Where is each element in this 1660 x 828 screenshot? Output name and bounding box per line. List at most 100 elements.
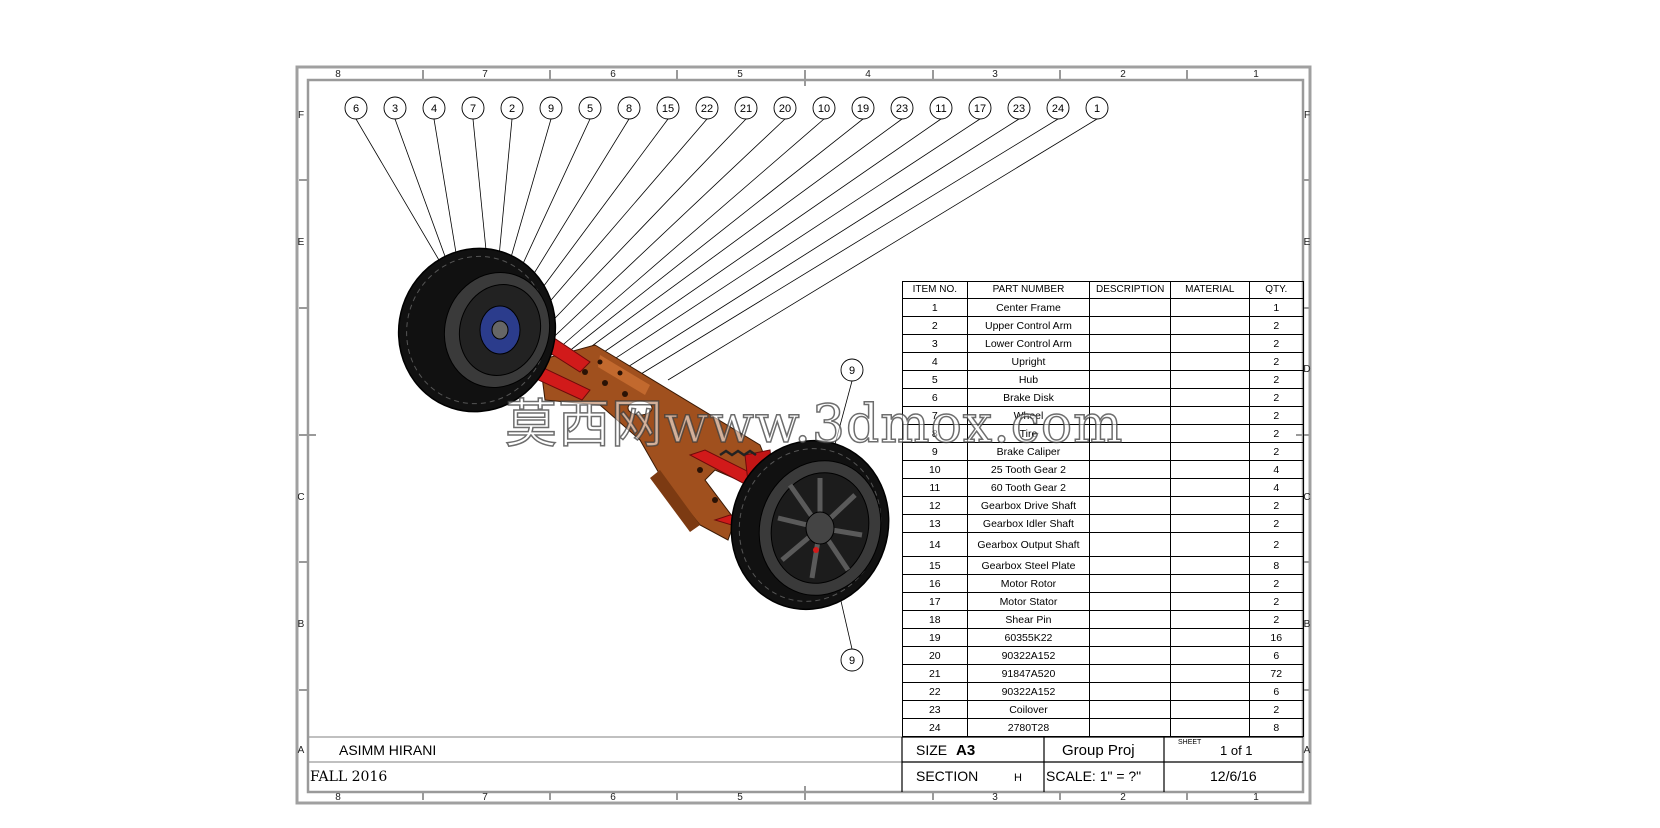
author-name: ASIMM HIRANI <box>339 742 436 758</box>
bom-material <box>1170 496 1250 515</box>
zone-row-left-4: B <box>298 619 305 630</box>
bom-description <box>1089 664 1172 683</box>
bom-qty: 8 <box>1248 718 1305 737</box>
balloon-circle <box>890 96 914 120</box>
zone-row-right-1: F <box>1304 110 1310 121</box>
zone-col-top-8: 1 <box>1253 69 1259 80</box>
bom-material <box>1170 574 1250 593</box>
bom-part-number: Upper Control Arm <box>966 316 1091 335</box>
bom-item-no: 24 <box>902 718 968 737</box>
leader-line <box>565 118 903 366</box>
balloon-number: 17 <box>974 103 986 115</box>
bom-header-material: MATERIAL <box>1170 281 1250 299</box>
bom-description <box>1089 334 1172 353</box>
bom-part-number: Gearbox Drive Shaft <box>966 496 1091 515</box>
balloon-leaders <box>355 118 1098 650</box>
bom-header-row: ITEM NO. PART NUMBER DESCRIPTION MATERIA… <box>902 281 1305 299</box>
sheet-outer-border <box>295 65 1312 805</box>
section-value: H <box>1014 772 1022 784</box>
balloon-number: 8 <box>626 103 632 115</box>
balloon-number: 3 <box>392 103 398 115</box>
zone-col-top-5: 4 <box>865 69 871 80</box>
bom-description <box>1089 514 1172 533</box>
bom-item-no: 18 <box>902 610 968 629</box>
bom-qty: 2 <box>1248 406 1305 425</box>
balloon-circle <box>734 96 758 120</box>
bom-material <box>1170 442 1250 461</box>
right-wheel <box>730 439 890 611</box>
leader-line <box>557 118 864 361</box>
bom-item-no: 14 <box>902 532 968 557</box>
bom-description <box>1089 610 1172 629</box>
balloon-number: 22 <box>701 103 713 115</box>
bom-item-no: 2 <box>902 316 968 335</box>
bom-item-no: 13 <box>902 514 968 533</box>
bom-part-number: Lower Control Arm <box>966 334 1091 353</box>
bom-qty: 2 <box>1248 574 1305 593</box>
leader-line <box>472 118 488 261</box>
zone-col-bottom-7: 1 <box>1253 792 1259 803</box>
zone-row-left-2: E <box>298 237 305 248</box>
balloon-circle <box>617 96 641 120</box>
zone-col-bottom-6: 2 <box>1120 792 1126 803</box>
bom-item-no: 20 <box>902 646 968 665</box>
balloon-top: 22 <box>695 96 719 120</box>
balloon-number: 23 <box>1013 103 1025 115</box>
bom-item-no: 11 <box>902 478 968 497</box>
bom-qty: 2 <box>1248 370 1305 389</box>
balloon-circle <box>500 96 524 120</box>
bom-material <box>1170 610 1250 629</box>
zone-col-top-7: 2 <box>1120 69 1126 80</box>
balloon-circle <box>968 96 992 120</box>
bom-description <box>1089 592 1172 611</box>
balloon-top: 7 <box>461 96 485 120</box>
balloon-number: 21 <box>740 103 752 115</box>
bom-part-number: Coilover <box>966 700 1091 719</box>
balloon-circle <box>656 96 680 120</box>
balloon-number: 10 <box>818 103 830 115</box>
balloon-number: 23 <box>896 103 908 115</box>
bom-qty: 2 <box>1248 316 1305 335</box>
bom-part-number: Gearbox Idler Shaft <box>966 514 1091 533</box>
coilover-right <box>719 449 757 457</box>
balloon-number: 9 <box>548 103 554 115</box>
leader-line <box>577 118 942 371</box>
balloon-circle <box>578 96 602 120</box>
balloon-number: 24 <box>1052 103 1064 115</box>
bom-qty: 8 <box>1248 556 1305 575</box>
zone-row-right-5: B <box>1304 619 1311 630</box>
bom-part-number: Center Frame <box>966 298 1091 317</box>
scale-label: SCALE: 1" = ?" <box>1046 768 1141 784</box>
bom-part-number: Motor Rotor <box>966 574 1091 593</box>
leader-line <box>433 118 459 266</box>
zone-col-top-6: 3 <box>992 69 998 80</box>
balloon-top: 23 <box>1007 96 1031 120</box>
bom-item-no: 12 <box>902 496 968 515</box>
bom-description <box>1089 460 1172 479</box>
bom-material <box>1170 424 1250 443</box>
bom-material <box>1170 406 1250 425</box>
bom-description <box>1089 352 1172 371</box>
leader-line <box>617 118 1059 389</box>
bom-description <box>1089 646 1172 665</box>
bom-description <box>1089 718 1172 737</box>
bill-of-materials: ITEM NO. PART NUMBER DESCRIPTION MATERIA… <box>902 281 1305 737</box>
zone-col-bottom-5: 3 <box>992 792 998 803</box>
bom-qty: 2 <box>1248 496 1305 515</box>
size-value: A3 <box>956 742 975 759</box>
bom-part-number: Shear Pin <box>966 610 1091 629</box>
balloon-top: 8 <box>617 96 641 120</box>
section-label: SECTION <box>916 768 978 784</box>
bom-qty: 2 <box>1248 532 1305 557</box>
balloon-top: 3 <box>383 96 407 120</box>
balloon-top: 19 <box>851 96 875 120</box>
leader-line <box>355 118 447 273</box>
balloon-circle <box>461 96 485 120</box>
